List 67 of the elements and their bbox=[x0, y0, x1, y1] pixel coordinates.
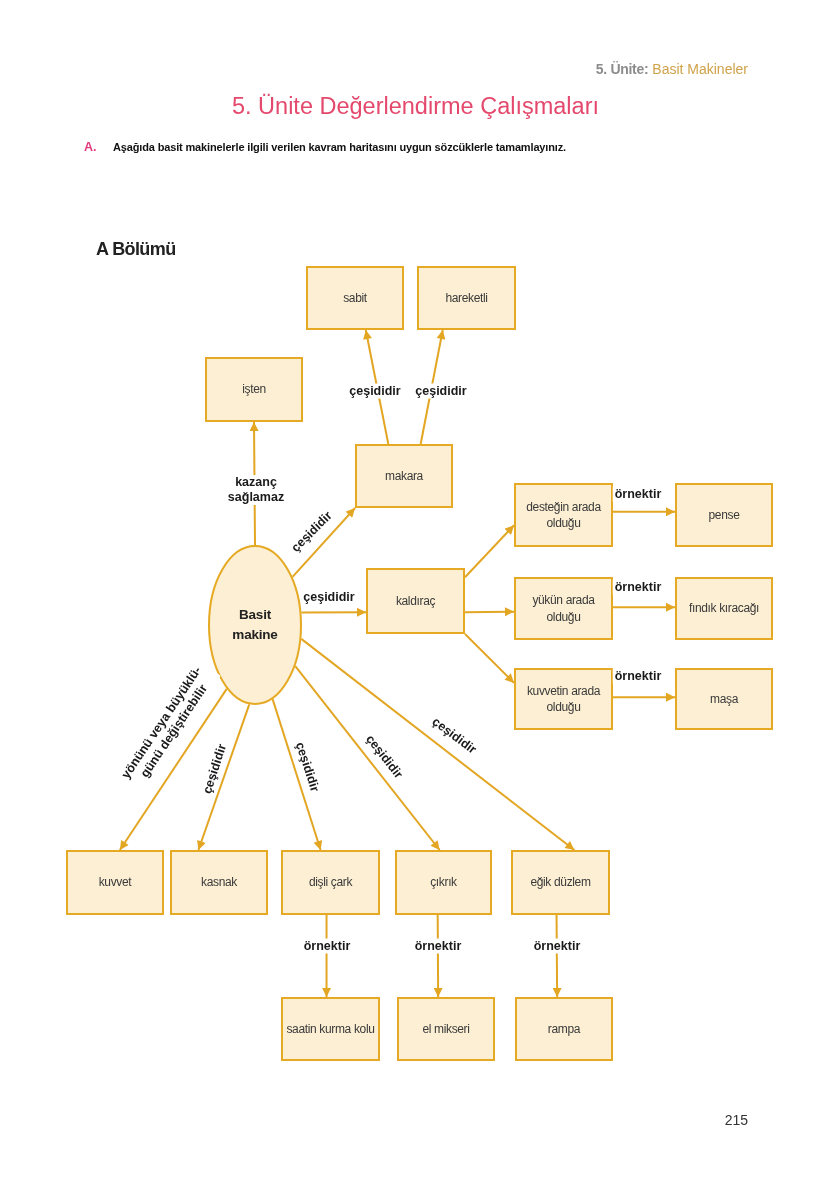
question-letter: A. bbox=[84, 140, 97, 154]
arrow bbox=[300, 607, 367, 617]
arrow bbox=[118, 687, 228, 851]
arrow bbox=[363, 329, 390, 445]
arrow bbox=[271, 698, 323, 851]
concept-text: çıkrık bbox=[429, 874, 458, 891]
edge-label: örnektir bbox=[531, 938, 583, 954]
concept-box bbox=[205, 357, 303, 422]
concept-text: dişli çark bbox=[307, 874, 354, 891]
concept-box bbox=[675, 668, 773, 730]
concept-box bbox=[395, 850, 492, 915]
concept-text: rampa bbox=[546, 1020, 582, 1038]
concept-text: eğik düzlem bbox=[529, 874, 592, 891]
concept-box bbox=[306, 266, 404, 330]
concept-box bbox=[397, 997, 495, 1061]
arrow bbox=[419, 329, 446, 445]
concept-text: kuvvetin arada olduğu bbox=[525, 682, 602, 716]
concept-text: kaldıraç bbox=[394, 592, 437, 610]
arrow bbox=[464, 633, 515, 684]
concept-box bbox=[514, 668, 613, 730]
unit-title: Basit Makineler bbox=[652, 61, 748, 77]
concept-box bbox=[515, 997, 613, 1061]
concept-box bbox=[281, 997, 380, 1061]
arrow bbox=[300, 637, 576, 851]
concept-text: sabit bbox=[342, 289, 368, 307]
concept-text: el mikseri bbox=[421, 1020, 471, 1038]
arrow bbox=[464, 524, 515, 579]
concept-text: desteğin arada olduğu bbox=[525, 498, 602, 532]
concept-box bbox=[366, 568, 465, 634]
arrow bbox=[612, 602, 676, 612]
edge-label: örnektir bbox=[301, 938, 353, 954]
concept-box bbox=[675, 483, 773, 547]
concept-box bbox=[675, 577, 773, 640]
concept-text: saatin kurma kolu bbox=[285, 1020, 376, 1038]
edge-label: örnektir bbox=[412, 938, 464, 954]
concept-text: yükün arada olduğu bbox=[531, 592, 596, 625]
concept-text: Basit makine bbox=[231, 605, 279, 644]
unit-label: 5. Ünite: bbox=[595, 61, 649, 77]
concept-text: kuvvet bbox=[97, 874, 133, 891]
arrow bbox=[612, 692, 676, 702]
concept-box bbox=[170, 850, 268, 915]
instruction-text: Aşağıda basit makinelerle ilgili verilen kavram haritasını uygun sözcüklerle tamamlayınız. bbox=[113, 141, 566, 153]
arrow bbox=[464, 607, 515, 617]
concept-text: fındık kıracağı bbox=[687, 600, 761, 617]
section-heading: A Bölümü bbox=[96, 238, 176, 260]
concept-text: makara bbox=[384, 467, 424, 485]
concept-box bbox=[355, 444, 453, 508]
concept-text: pense bbox=[707, 506, 741, 524]
arrow bbox=[294, 665, 441, 851]
edge-label: çeşididir bbox=[347, 383, 403, 399]
page-number: 215 bbox=[724, 1112, 748, 1128]
concept-box bbox=[514, 483, 613, 547]
concept-box bbox=[514, 577, 613, 640]
concept-text: hareketli bbox=[444, 289, 489, 307]
concept-text: işten bbox=[241, 381, 267, 398]
arrow bbox=[291, 507, 356, 578]
page-title: 5. Ünite Değerlendirme Çalışmaları bbox=[231, 93, 600, 120]
edge-label: çeşididir bbox=[301, 589, 357, 605]
concept-text: maşa bbox=[709, 690, 739, 708]
concept-box bbox=[66, 850, 164, 915]
concept-box bbox=[511, 850, 610, 915]
edge-label: çeşididir bbox=[413, 383, 469, 399]
concept-text: kasnak bbox=[200, 874, 238, 891]
arrow bbox=[197, 703, 251, 851]
concept-box bbox=[417, 266, 516, 330]
arrow bbox=[612, 507, 676, 517]
concept-box bbox=[281, 850, 380, 915]
